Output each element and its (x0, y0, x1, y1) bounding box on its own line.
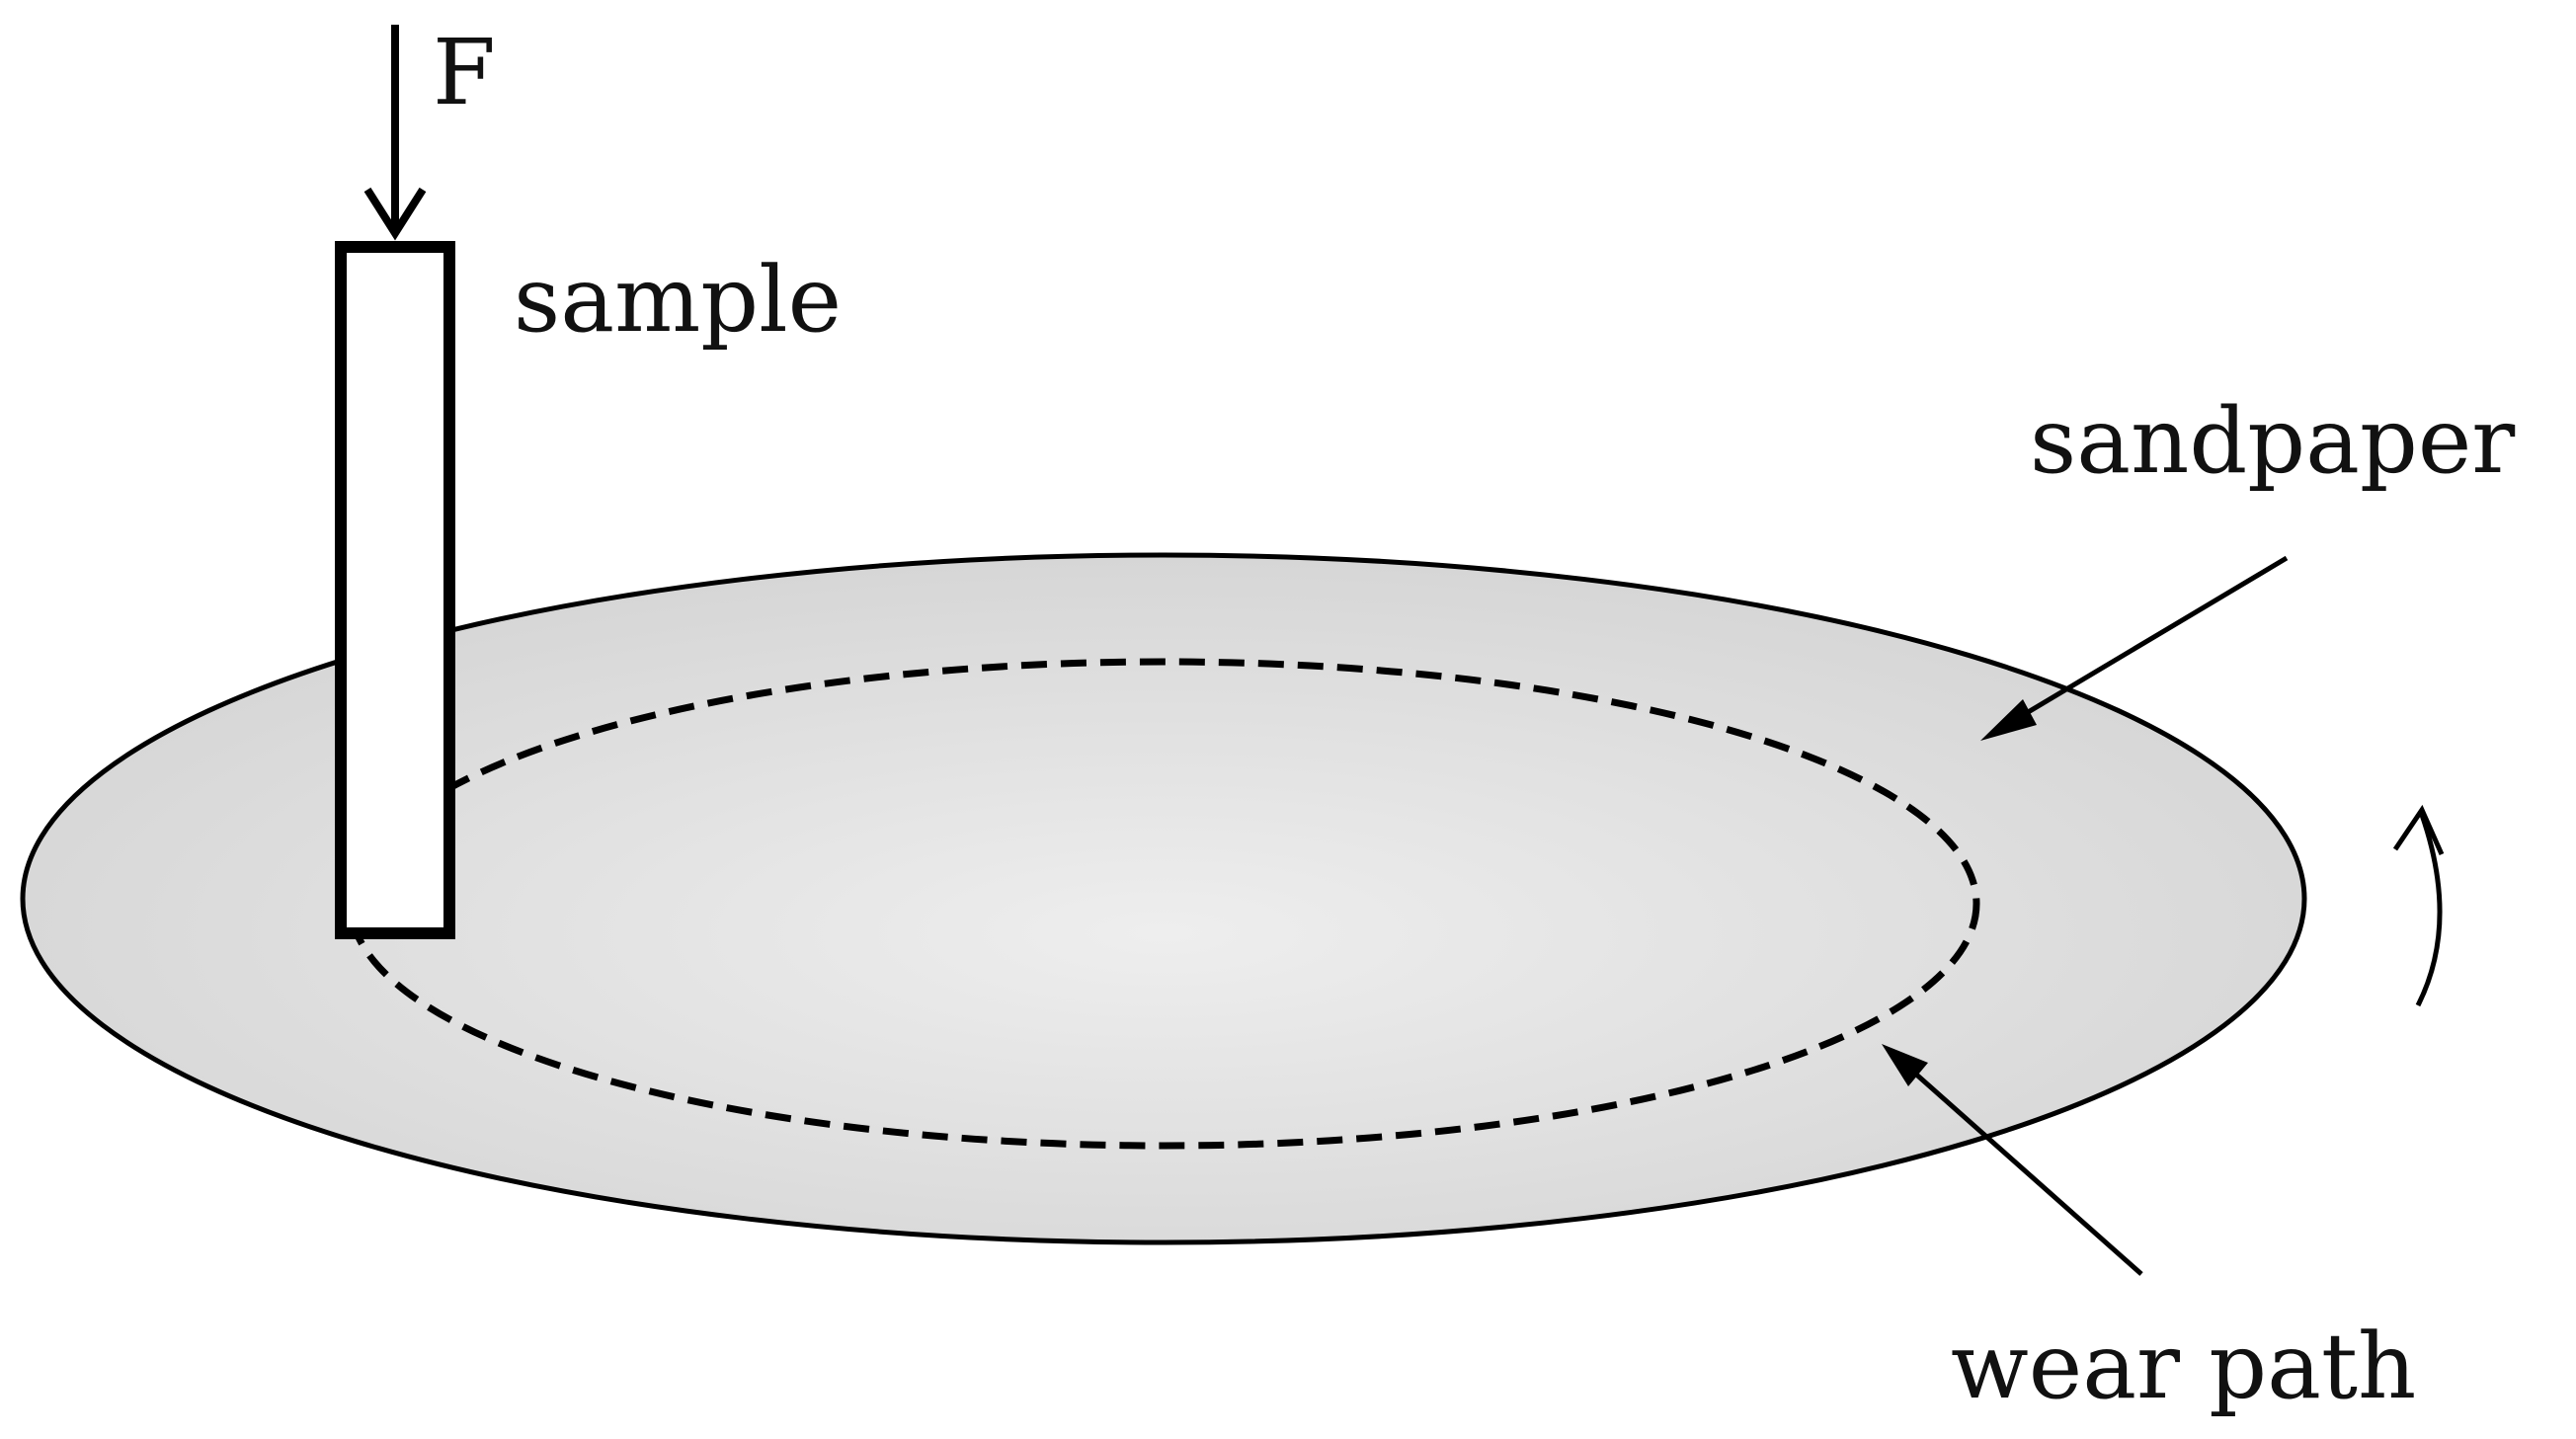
sample-label: sample (514, 247, 842, 353)
sandpaper-arrow (1980, 555, 2289, 741)
force-label: F (433, 20, 496, 125)
wear-path-arrow (1882, 1044, 2143, 1276)
sandpaper-disc (20, 552, 2307, 1245)
curved-arrow-up-icon (2392, 804, 2445, 1007)
sandpaper-label: sandpaper (2030, 388, 2515, 494)
wear-path-label: wear path (1951, 1314, 2416, 1419)
sample-pin (335, 241, 455, 939)
force-arrow (363, 25, 427, 241)
